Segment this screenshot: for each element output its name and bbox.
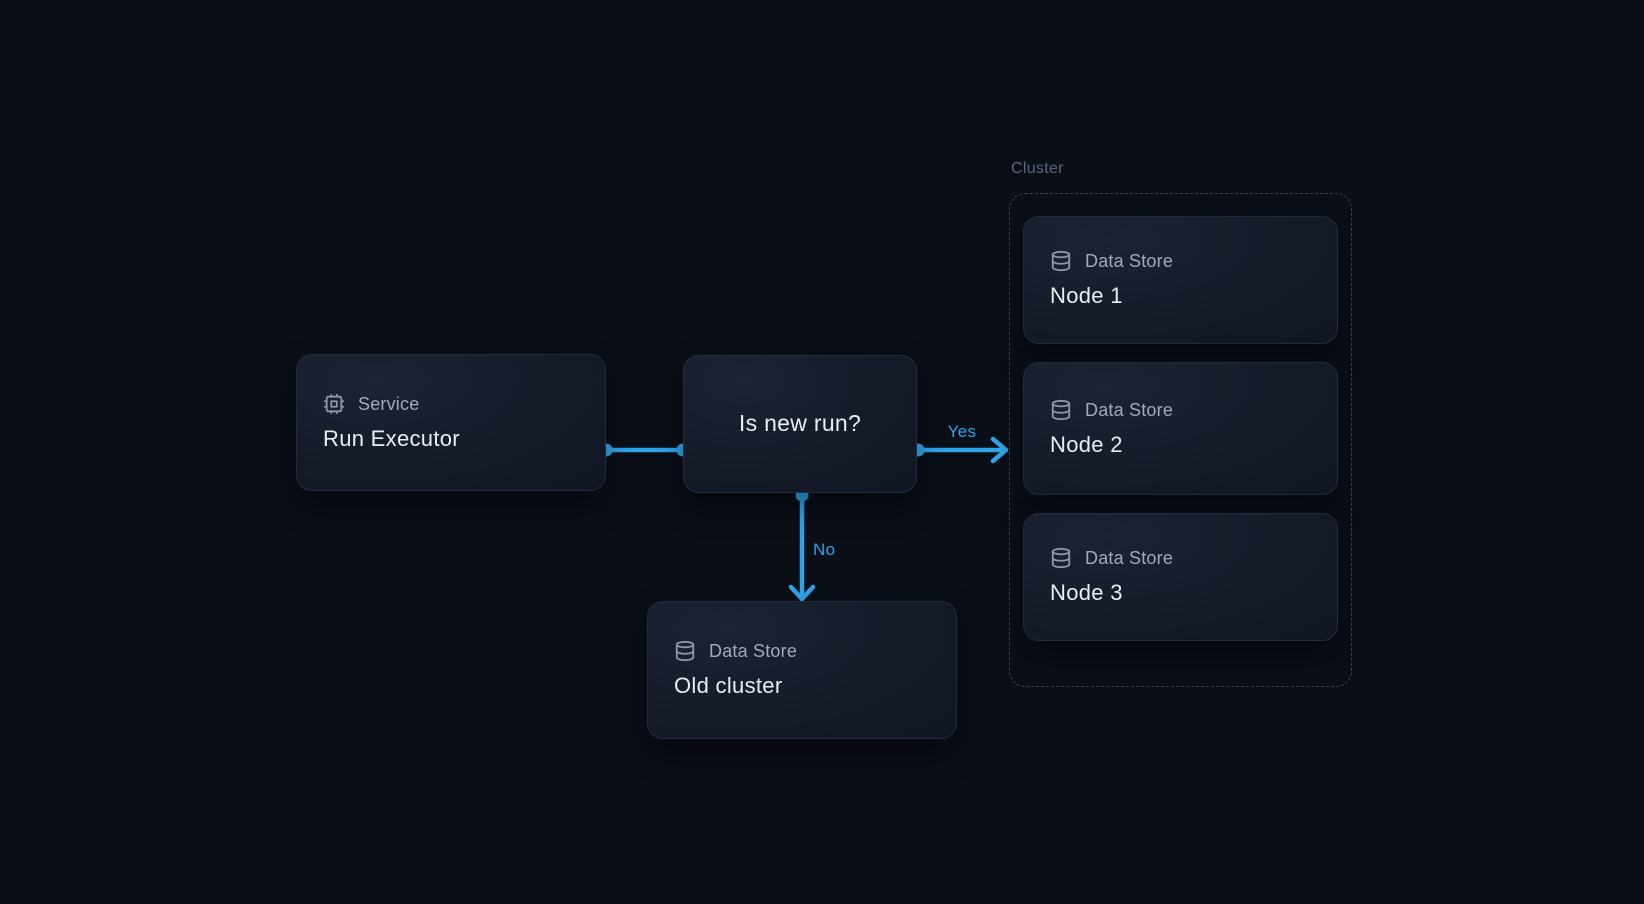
node-cluster-node-3[interactable]: Data Store Node 3: [1023, 513, 1338, 641]
node-title: Run Executor: [323, 425, 460, 451]
edge-yes: [911, 436, 1009, 464]
node-title: Node 3: [1050, 580, 1123, 606]
node-title: Old cluster: [674, 673, 783, 699]
node-type-row: Data Store: [1050, 547, 1311, 569]
node-type-label: Data Store: [709, 641, 798, 662]
node-type-row: Data Store: [674, 640, 930, 662]
node-title: Is new run?: [738, 410, 862, 437]
node-title: Node 2: [1050, 431, 1123, 457]
node-cluster-node-2[interactable]: Data Store Node 2: [1023, 362, 1338, 495]
node-type-row: Data Store: [1050, 399, 1311, 421]
node-old-cluster[interactable]: Data Store Old cluster: [647, 601, 957, 739]
cpu-icon: [323, 393, 345, 415]
arrowhead-right-icon: [990, 436, 1009, 464]
database-icon: [1050, 547, 1072, 569]
node-type-label: Data Store: [1085, 399, 1174, 420]
arrowhead-down-icon: [788, 584, 816, 602]
node-type-row: Service: [323, 393, 579, 415]
database-icon: [1050, 250, 1072, 272]
node-title: Node 1: [1050, 283, 1123, 309]
edge-no: [788, 488, 816, 602]
database-icon: [674, 640, 696, 662]
node-cluster-node-1[interactable]: Data Store Node 1: [1023, 216, 1338, 344]
node-run-executor[interactable]: Service Run Executor: [296, 354, 606, 491]
edge-run-executor-to-decision: [599, 443, 690, 457]
database-icon: [1050, 399, 1072, 421]
cluster-container: [1009, 193, 1352, 687]
node-is-new-run[interactable]: Is new run?: [683, 355, 917, 493]
node-type-label: Data Store: [1085, 251, 1174, 272]
node-type-label: Service: [358, 393, 420, 414]
cluster-label: Cluster: [1011, 160, 1064, 177]
node-type-row: Data Store: [1050, 250, 1311, 272]
node-type-label: Data Store: [1085, 548, 1174, 569]
edge-label-yes: Yes: [947, 422, 977, 441]
edge-label-no: No: [813, 540, 836, 559]
